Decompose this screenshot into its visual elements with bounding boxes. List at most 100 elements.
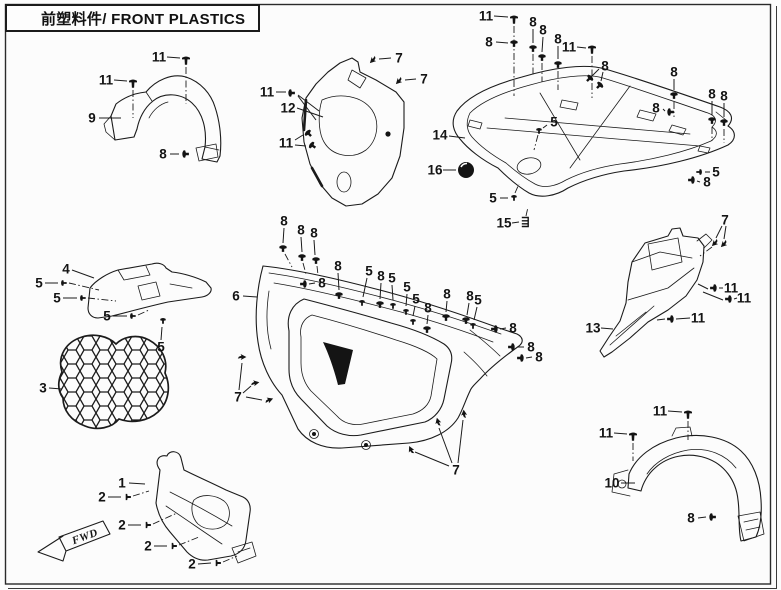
- leader-line: [541, 36, 544, 53]
- leader-line: [297, 94, 320, 112]
- callout-11-group: 11: [656, 311, 706, 326]
- callout-label-5: 5: [365, 264, 373, 279]
- fastener-axis-line: [316, 265, 319, 276]
- callout-label-6: 6: [232, 289, 240, 304]
- clip-dart-icon: [237, 354, 247, 360]
- clip-dart-icon: [367, 54, 379, 66]
- bolt-icon: [125, 493, 131, 501]
- callout-label-11: 11: [279, 136, 294, 151]
- callout-16-group: 16: [427, 163, 456, 178]
- callout-11-group: 11: [599, 426, 637, 461]
- callout-label-7: 7: [452, 463, 460, 478]
- callout-8-group: 8: [279, 214, 293, 268]
- screw-icon: [510, 15, 518, 24]
- callout-5-group: 5: [489, 183, 520, 206]
- callout-2-group: 2: [118, 512, 178, 533]
- callout-label-7: 7: [721, 213, 729, 228]
- callout-label-11: 11: [737, 291, 752, 306]
- fastener-axis-line: [132, 490, 150, 497]
- callout-3-group: 3: [39, 381, 63, 396]
- callout-8-group: 8: [376, 269, 385, 308]
- callout-label-5: 5: [550, 115, 558, 130]
- callout-label-3: 3: [39, 381, 47, 396]
- callout-7-group: 7: [367, 51, 403, 66]
- part-10-fender-liner-right: [611, 426, 765, 542]
- callout-7-group: 7: [406, 409, 468, 478]
- callout-label-8: 8: [703, 175, 711, 190]
- push-rivet-icon: [720, 119, 728, 126]
- leader-line: [405, 293, 408, 307]
- push-rivet-icon: [667, 315, 674, 323]
- leader-line: [160, 326, 163, 341]
- fastener-axis-line: [302, 262, 307, 275]
- title-block: 前塑料件/ FRONT PLASTICS: [5, 4, 260, 32]
- push-rivet-icon: [725, 295, 732, 303]
- part-4-grille-bracket: [87, 262, 212, 319]
- callout-label-5: 5: [103, 309, 111, 324]
- callout-5-group: 5: [35, 276, 100, 291]
- callout-5-group: 5: [157, 318, 166, 355]
- callout-11-group: 11: [653, 404, 692, 440]
- callout-8-group: 8: [442, 287, 451, 321]
- rivet-icon: [511, 195, 517, 201]
- callout-13-group: 13: [585, 321, 614, 336]
- callout-1-group: 1: [118, 476, 146, 491]
- leader-line: [238, 362, 243, 391]
- leader-line: [412, 305, 416, 317]
- callout-4-group: 4: [62, 262, 95, 279]
- callout-8-group: 8: [538, 23, 547, 82]
- callout-label-11: 11: [99, 73, 114, 88]
- callout-8-group: 8: [517, 350, 543, 365]
- leader-line: [197, 562, 212, 565]
- callout-12-group: 12: [280, 101, 324, 118]
- leader-line: [166, 56, 181, 59]
- leader-line: [473, 306, 478, 321]
- rivet-icon: [160, 318, 166, 324]
- fastener-axis-line: [525, 206, 529, 217]
- clip-dart-icon: [433, 416, 442, 427]
- callout-label-8: 8: [310, 226, 318, 241]
- push-rivet-icon: [517, 354, 524, 362]
- callout-label-5: 5: [53, 291, 61, 306]
- callout-label-11: 11: [653, 404, 668, 419]
- callout-8-group: 8: [485, 35, 518, 50]
- callout-7-group: 7: [393, 72, 428, 87]
- callout-label-4: 4: [62, 262, 70, 277]
- callout-8-group: 8: [554, 32, 562, 90]
- callout-8-group: 8: [720, 89, 728, 143]
- leader-line: [667, 410, 683, 413]
- leader-line: [715, 225, 723, 239]
- callout-2-group: 2: [98, 490, 150, 505]
- callout-11-group: 11: [702, 291, 752, 306]
- leader-line: [495, 41, 509, 44]
- rivet-icon: [80, 295, 86, 301]
- callout-5-group: 5: [359, 264, 373, 306]
- clip-dart-icon: [718, 238, 730, 250]
- callout-label-11: 11: [479, 9, 494, 24]
- callout-label-8: 8: [280, 214, 288, 229]
- leader-line: [362, 277, 368, 298]
- leader-line: [297, 95, 317, 121]
- callout-label-8: 8: [377, 269, 385, 284]
- leader-line: [296, 107, 324, 118]
- callout-label-9: 9: [88, 111, 96, 126]
- callout-8-group: 8: [159, 147, 189, 162]
- fastener-axis-line: [699, 246, 713, 257]
- drawing-frame: [4, 3, 772, 585]
- push-rivet-icon: [298, 254, 306, 261]
- callout-15-group: 15: [496, 206, 529, 231]
- leader-line: [576, 46, 587, 49]
- push-rivet-icon: [288, 89, 295, 97]
- callout-8-group: 8: [462, 289, 474, 324]
- part-1-lower-cover: [155, 451, 257, 564]
- callout-8-group: 8: [310, 226, 320, 276]
- rivet-icon: [470, 323, 476, 329]
- leader-line: [499, 327, 507, 330]
- push-rivet-icon: [538, 54, 546, 61]
- part-12-inner-panel: [301, 57, 405, 207]
- callout-9-group: 9: [88, 111, 121, 126]
- callout-label-5: 5: [474, 293, 482, 308]
- callout-label-2: 2: [98, 490, 106, 505]
- push-rivet-icon: [182, 150, 189, 158]
- leader-line: [378, 57, 392, 60]
